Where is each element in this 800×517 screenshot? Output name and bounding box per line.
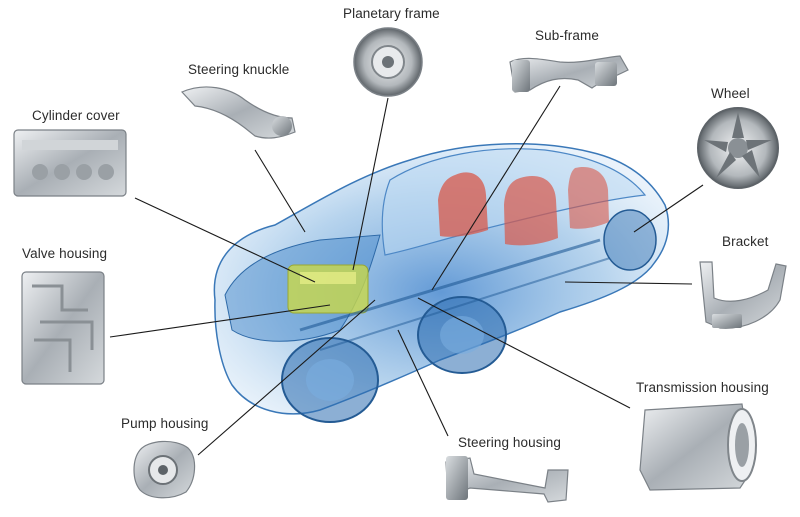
leader-lines	[109, 85, 704, 456]
label-wheel: Wheel	[711, 86, 750, 101]
pump-housing-part	[133, 440, 196, 499]
label-sub-frame: Sub-frame	[535, 28, 599, 43]
leader-line-planetary-frame	[352, 97, 389, 271]
wheel-part	[697, 107, 779, 189]
leader-line-valve-housing	[109, 304, 331, 338]
transmission-housing-part	[639, 403, 757, 491]
label-steering-knuckle: Steering knuckle	[188, 62, 290, 77]
valve-housing-part	[21, 271, 105, 385]
leader-line-bracket	[564, 281, 693, 285]
bracket-part	[699, 261, 787, 329]
leader-line-transmission-housing	[417, 297, 631, 409]
transparent-car	[213, 143, 670, 423]
leader-line-pump-housing	[197, 299, 376, 456]
label-pump-housing: Pump housing	[121, 416, 209, 431]
label-valve-housing: Valve housing	[22, 246, 108, 261]
cylinder-cover-part	[13, 129, 127, 197]
steering-knuckle-part	[180, 86, 296, 139]
leader-line-steering-knuckle	[254, 149, 306, 233]
planetary-frame-part	[353, 27, 423, 97]
label-planetary-frame: Planetary frame	[343, 6, 440, 21]
leader-line-steering-housing	[397, 329, 449, 437]
sub-frame-part	[509, 55, 629, 93]
leader-line-sub-frame	[431, 85, 561, 291]
label-steering-housing: Steering housing	[458, 435, 561, 450]
steering-housing-part	[445, 456, 569, 503]
label-bracket: Bracket	[722, 234, 769, 249]
leader-line-wheel	[633, 184, 704, 233]
leader-line-cylinder-cover	[134, 197, 316, 283]
label-transmission-housing: Transmission housing	[636, 380, 769, 395]
label-cylinder-cover: Cylinder cover	[32, 108, 120, 123]
